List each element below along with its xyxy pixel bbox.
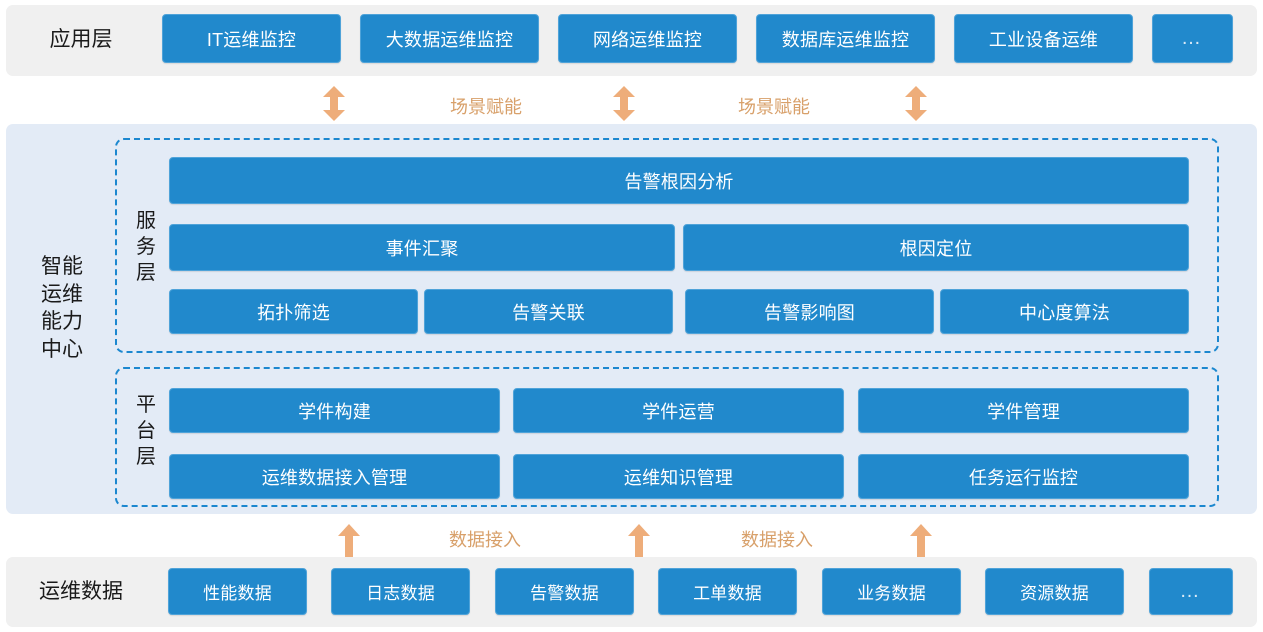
platform-layer-label: 平 台 层 [136,394,156,468]
data-access-label-1: 数据接入 [449,530,521,550]
data-box-resources[interactable]: 资源数据 [985,568,1124,615]
platform-box-ops-knowledge-management[interactable]: 运维知识管理 [513,454,844,499]
app-box-bigdata-monitoring[interactable]: 大数据运维监控 [360,14,539,63]
service-layer-label: 服 务 层 [136,210,156,284]
service-box-event-aggregation[interactable]: 事件汇聚 [169,224,675,271]
scene-enablement-arrow-1 [322,86,346,121]
app-box-database-monitoring[interactable]: 数据库运维监控 [756,14,935,63]
app-box-it-monitoring[interactable]: IT运维监控 [162,14,341,63]
app-box-more[interactable]: … [1152,14,1233,63]
data-box-performance[interactable]: 性能数据 [168,568,307,615]
data-box-more[interactable]: … [1149,568,1233,615]
data-box-alarms[interactable]: 告警数据 [495,568,634,615]
service-box-alarm-root-cause-analysis[interactable]: 告警根因分析 [169,157,1189,204]
data-access-arrow-3 [909,524,933,558]
service-box-topology-filter[interactable]: 拓扑筛选 [169,289,418,334]
scene-enablement-arrow-3 [904,86,928,121]
scene-enablement-arrow-2 [612,86,636,121]
data-layer-title: 运维数据 [39,580,123,603]
app-box-industrial-equipment[interactable]: 工业设备运维 [954,14,1133,63]
platform-box-ops-data-access-management[interactable]: 运维数据接入管理 [169,454,500,499]
scene-enablement-label-1: 场景赋能 [450,97,522,117]
platform-box-task-run-monitoring[interactable]: 任务运行监控 [858,454,1189,499]
data-box-business[interactable]: 业务数据 [822,568,961,615]
data-access-arrow-1 [337,524,361,558]
service-box-alarm-correlation[interactable]: 告警关联 [424,289,673,334]
data-box-tickets[interactable]: 工单数据 [658,568,797,615]
data-access-arrow-2 [627,524,651,558]
application-layer-title: 应用层 [49,28,113,51]
capability-center-title: 智能 运维 能力 中心 [41,255,83,362]
service-layer-group [115,138,1219,353]
platform-layer-group [115,367,1219,507]
data-access-label-2: 数据接入 [741,530,813,550]
platform-box-learnware-construction[interactable]: 学件构建 [169,388,500,433]
service-box-centrality-algorithm[interactable]: 中心度算法 [940,289,1189,334]
scene-enablement-label-2: 场景赋能 [738,97,810,117]
service-box-alarm-impact-graph[interactable]: 告警影响图 [685,289,934,334]
platform-box-learnware-operation[interactable]: 学件运营 [513,388,844,433]
platform-box-learnware-management[interactable]: 学件管理 [858,388,1189,433]
app-box-network-monitoring[interactable]: 网络运维监控 [558,14,737,63]
data-box-logs[interactable]: 日志数据 [331,568,470,615]
service-box-root-cause-location[interactable]: 根因定位 [683,224,1189,271]
